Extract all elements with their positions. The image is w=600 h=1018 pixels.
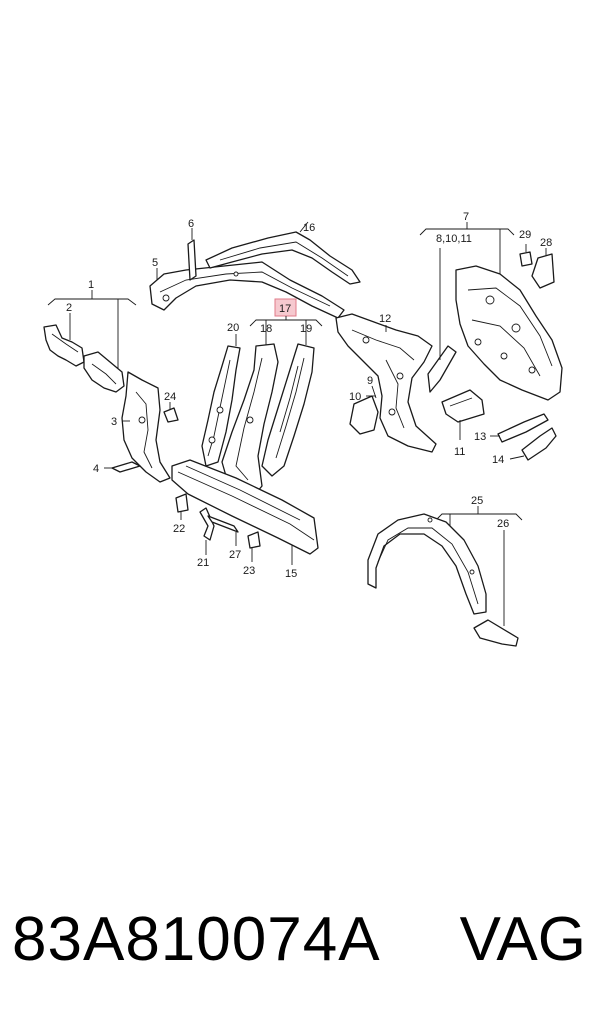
label-2: 2 [66,302,72,314]
part-17-highlight [274,298,297,317]
label-24: 24 [164,391,176,403]
part-19-b-pillar-inner [261,343,315,477]
callout-labels: 1 2 3 4 5 6 7 8,10,11 9 10 11 12 13 14 1… [66,211,552,580]
label-25: 25 [471,495,483,507]
part-6-bracket [187,228,197,281]
label-6: 6 [188,218,194,230]
part-28-bracket [531,248,555,289]
part-2-bracket [43,324,85,367]
part-5-roof-rail [149,261,345,319]
label-27: 27 [229,549,241,561]
part-24-bracket [163,402,179,423]
label-4: 4 [93,463,99,475]
label-5: 5 [152,257,158,269]
part-25-wheel-arch [367,506,523,626]
part-1-group [43,290,137,393]
part-22-bracket [175,493,189,520]
part-21-bracket [199,507,239,555]
part-29-plug [519,244,533,267]
part-13-strip [490,413,549,443]
part-27-strip [207,515,239,533]
label-10: 10 [349,391,361,403]
parts-diagram: 1 2 3 4 5 6 7 8,10,11 9 10 11 12 13 14 1… [43,211,563,647]
footer: 83A810074A VAG [0,895,600,985]
label-16: 16 [303,222,315,234]
label-19: 19 [300,323,312,335]
part-3-pillar [121,371,171,483]
label-7: 7 [463,211,469,223]
label-23: 23 [243,565,255,577]
part-23-bracket [247,531,261,562]
label-11: 11 [454,446,465,458]
label-1: 1 [88,279,94,291]
part-20-pillar-trim [201,345,241,467]
part-7-quarter-inner [455,265,563,401]
label-20: 20 [227,322,239,334]
part-11-bracket [441,389,485,440]
part-15-sill [171,459,319,565]
part-10-bracket [349,385,379,435]
label-26: 26 [497,518,509,530]
label-21: 21 [197,557,209,569]
label-9: 9 [367,375,373,387]
label-18: 18 [260,323,272,335]
part-4-clip [104,461,141,473]
part-12-c-pillar [335,313,437,453]
part-26-bracket [473,619,519,647]
part-16-upper-rail [205,221,361,285]
brand-name: VAG [459,905,586,974]
label-14: 14 [492,454,504,466]
part-14-strip [509,427,557,461]
label-17: 17 [279,303,291,315]
part-7-group [419,222,563,401]
label-29: 29 [519,229,531,241]
label-3: 3 [111,416,117,428]
label-15: 15 [285,568,297,580]
part-number: 83A810074A [12,905,381,974]
label-13: 13 [474,431,486,443]
label-12: 12 [379,313,391,325]
label-22: 22 [173,523,185,535]
label-28: 28 [540,237,552,249]
part-17-group [201,298,323,499]
label-8-10-11: 8,10,11 [436,233,472,245]
part-8-strip [427,248,457,393]
